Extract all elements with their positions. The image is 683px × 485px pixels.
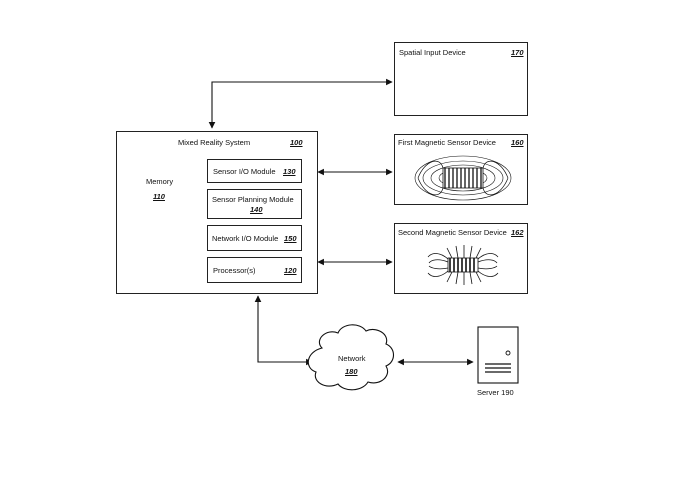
first-magnetic-sensor-number: 160	[511, 138, 524, 147]
magnetic-coil-icon-large	[414, 155, 512, 201]
sensor-planning-module-box: Sensor Planning Module 140	[207, 189, 302, 219]
mixed-reality-system-title: Mixed Reality System	[178, 138, 250, 147]
network-number: 180	[345, 367, 358, 376]
network-io-module-label: Network I/O Module	[212, 234, 279, 243]
server-icon	[477, 326, 519, 384]
first-magnetic-sensor-box	[394, 134, 528, 205]
memory-label: Memory	[146, 177, 174, 186]
arrow-system-network	[254, 295, 313, 366]
spatial-input-device-number: 170	[511, 48, 524, 57]
sensor-io-module-label: Sensor I/O Module	[213, 167, 276, 176]
second-magnetic-sensor-label: Second Magnetic Sensor Device	[398, 228, 507, 237]
first-magnetic-sensor-label: First Magnetic Sensor Device	[398, 138, 496, 147]
second-magnetic-sensor-number: 162	[511, 228, 524, 237]
spatial-input-device-label: Spatial Input Device	[399, 48, 466, 57]
network-io-module-number: 150	[284, 234, 297, 243]
network-io-module-box: Network I/O Module 150	[207, 225, 302, 251]
mixed-reality-system-number: 100	[290, 138, 303, 147]
sensor-planning-module-number: 140	[250, 205, 263, 214]
sensor-planning-module-label: Sensor Planning Module	[212, 195, 294, 204]
mixed-reality-system-label: Mixed Reality System	[178, 138, 251, 147]
magnetic-coil-icon-small	[427, 245, 499, 285]
processors-box: Processor(s) 120	[207, 257, 302, 283]
processors-number: 120	[284, 266, 297, 275]
spatial-input-device-box	[394, 42, 528, 116]
network-cloud-shape	[307, 324, 395, 391]
server-label: Server 190	[477, 388, 514, 397]
processors-label: Processor(s)	[213, 266, 256, 275]
network-label: Network	[338, 354, 366, 363]
sensor-io-module-number: 130	[283, 167, 296, 176]
sensor-io-module-box: Sensor I/O Module 130	[207, 159, 302, 183]
arrow-system-spatial	[208, 78, 393, 129]
second-magnetic-sensor-box	[394, 223, 528, 294]
memory-number: 110	[153, 192, 165, 201]
